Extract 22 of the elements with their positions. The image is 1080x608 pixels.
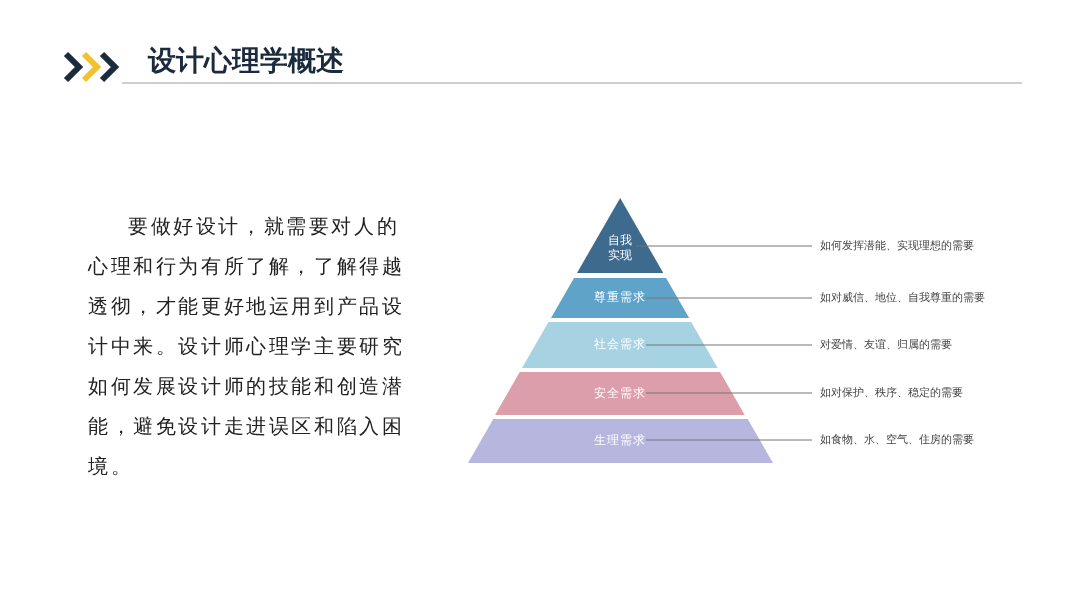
page-title: 设计心理学概述: [148, 43, 344, 79]
description-text: 如何发挥潜能、实现理想的需要: [820, 239, 974, 253]
level-label: 尊重需求: [593, 290, 647, 305]
leader-line: [645, 344, 813, 346]
description-text: 如食物、水、空气、住房的需要: [820, 433, 974, 447]
level-label: 自我实现: [607, 233, 633, 263]
description-text: 如对保护、秩序、稳定的需要: [820, 386, 963, 400]
leader-line: [635, 245, 813, 247]
level-label: 社会需求: [593, 337, 647, 352]
pyramid-level: [550, 278, 690, 318]
level-label: 生理需求: [593, 433, 647, 448]
leader-line: [645, 439, 813, 441]
pyramid-level: [522, 322, 718, 368]
leader-line: [645, 392, 813, 394]
pyramid-level: [576, 198, 664, 273]
level-label: 安全需求: [593, 385, 647, 401]
description-text: 对爱情、友谊、归属的需要: [820, 338, 952, 352]
pyramid-level: [495, 372, 745, 415]
body-paragraph: 要做好设计，就需要对人的心理和行为有所了解，了解得越透彻，才能更好地运用到产品设计中来。设计师心理学主要研究如何发展设计师的技能和创造潜能，避免设计走进误区和陷入困境。: [88, 213, 406, 480]
leader-line: [645, 297, 813, 299]
pyramid-level: [467, 419, 773, 463]
description-text: 如对威信、地位、自我尊重的需要: [820, 291, 985, 305]
